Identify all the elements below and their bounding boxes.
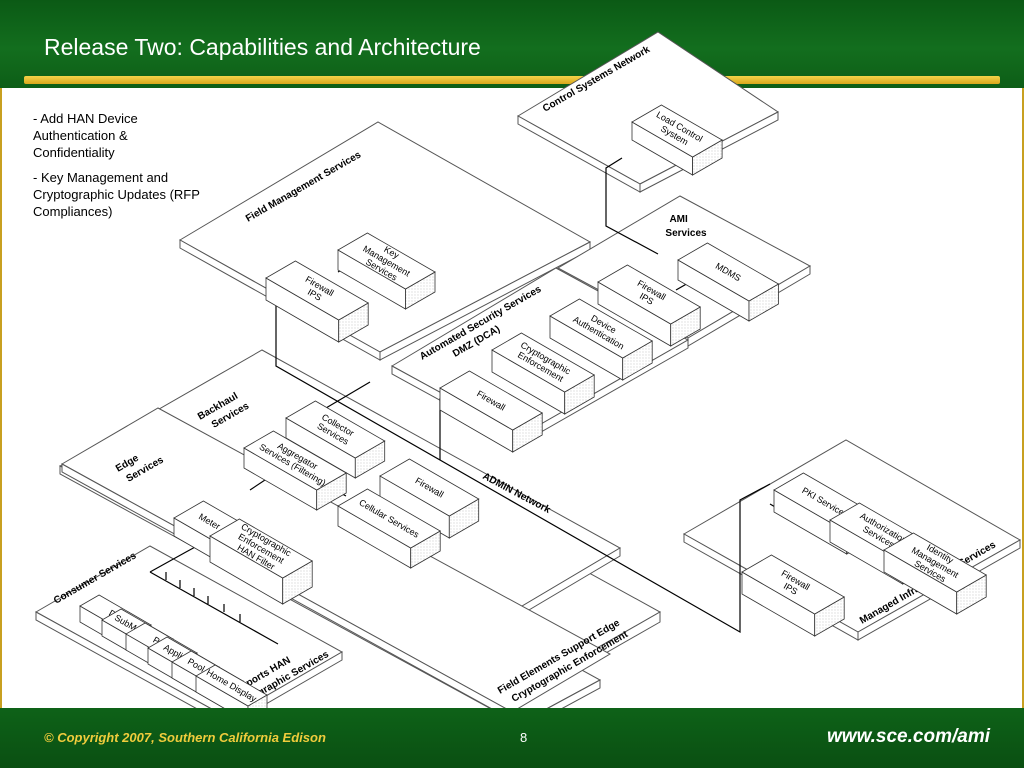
cellular-box: Cellular Services: [337, 488, 442, 569]
dmz-firewall-box: Firewall: [439, 370, 544, 453]
ami-services-label: AMI Services: [665, 214, 707, 239]
mis-firewall-box: FirewallIPS: [741, 554, 846, 637]
copyright-text: © Copyright 2007, Southern California Ed…: [44, 730, 326, 745]
slide-footer: © Copyright 2007, Southern California Ed…: [0, 708, 1024, 768]
admin-network-line: [275, 300, 771, 634]
website-url[interactable]: www.sce.com/ami: [827, 726, 990, 747]
header-accent-bar: [24, 76, 1000, 84]
collector-link-line: [325, 381, 371, 409]
fms-firewall-box: FirewallIPS: [265, 260, 370, 343]
collector-box: CollectorServices: [285, 400, 386, 479]
identity-box: IdentityManagementServices: [883, 532, 988, 615]
bullet-han-auth: - Add HAN Device Authentication & Confid…: [33, 111, 138, 160]
device-authentication-box: DeviceAuthentication: [549, 298, 654, 381]
mdms-box: MDMS: [677, 242, 780, 322]
right-frame-line: [1022, 88, 1024, 708]
consumer-bus-line: [149, 571, 279, 645]
left-frame-line: [0, 88, 2, 708]
control-link-line: [605, 157, 659, 255]
bullet-list: - Add HAN Device Authentication & Confid…: [33, 110, 203, 228]
ami-firewall-box: FirewallIPS: [597, 264, 702, 347]
key-management-box: KeyManagementServices: [337, 232, 436, 310]
slide-title: Release Two: Capabilities and Architectu…: [44, 34, 481, 60]
load-control-box: Load ControlSystem: [631, 104, 723, 176]
backhaul-firewall-box: Firewall: [379, 458, 480, 539]
slide-header: Release Two: Capabilities and Architectu…: [0, 0, 1024, 88]
control-systems-platform: Control Systems Network: [517, 31, 779, 193]
page-number: 8: [520, 730, 528, 745]
bullet-key-mgmt: - Key Management and Cryptographic Updat…: [33, 170, 200, 219]
crypto-enforcement-box: CryptographicEnforcement: [491, 332, 596, 415]
